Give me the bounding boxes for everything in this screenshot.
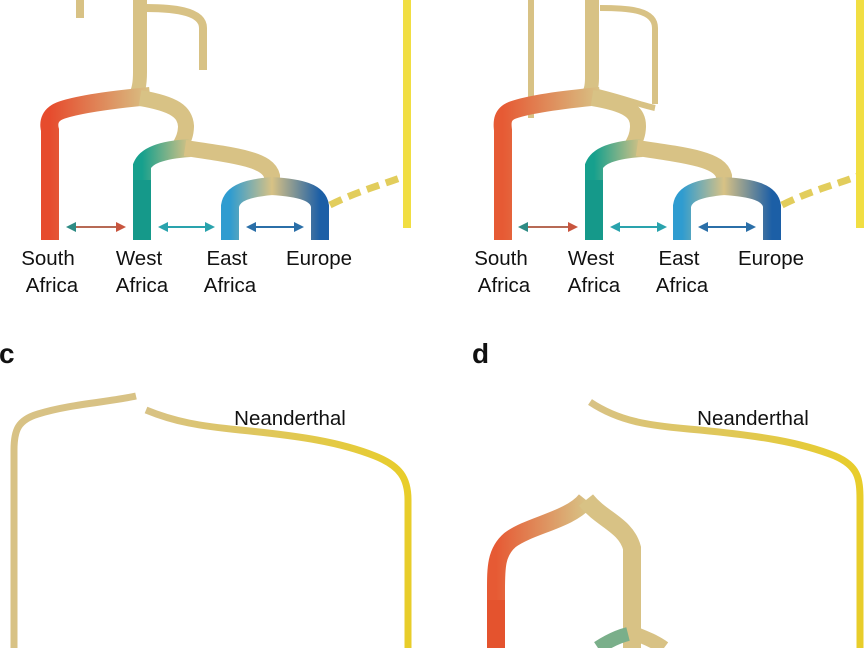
- panel-a-label-south-2: Africa: [26, 274, 79, 297]
- panel-a-labels: South Africa West Africa East Africa Eur…: [21, 247, 352, 297]
- panel-b-label-west-2: Africa: [568, 274, 621, 297]
- panel-b-side-branch: [599, 5, 658, 104]
- panel-a-europe-branch: [271, 177, 329, 240]
- panel-a-label-west-2: Africa: [116, 274, 169, 297]
- panel-a-side-branch: [145, 4, 207, 70]
- panel-b-labels: South Africa West Africa East Africa Eur…: [474, 247, 804, 297]
- panel-d-neanderthal-label: Neanderthal: [697, 407, 809, 430]
- panel-d-ooa-hint: [633, 627, 669, 648]
- panel-a-ooa-stem: [183, 140, 280, 186]
- panel-c-label: c: [0, 338, 15, 369]
- panel-a-south-africa-branch: [40, 87, 151, 240]
- panel-d-neanderthal-branch: [588, 399, 864, 648]
- panel-b-label-west-1: West: [568, 247, 615, 270]
- panel-a-label-east-2: Africa: [204, 274, 257, 297]
- panel-b-introgression-dashed: [780, 172, 860, 209]
- panel-a-east-africa-branch: [221, 177, 273, 240]
- panel-a-mid-stem: [138, 90, 195, 150]
- panel-d-right-branch: [578, 494, 641, 648]
- panel-a-label-south-1: South: [21, 247, 75, 270]
- panel-b-europe-branch: [723, 177, 781, 240]
- panel-b-label-east-2: Africa: [656, 274, 709, 297]
- panel-d-south-africa-branch: [487, 493, 594, 648]
- panel-b-stem: [581, 0, 599, 100]
- panel-b-label-east-1: East: [658, 247, 699, 270]
- panel-d-tree: [487, 360, 864, 648]
- panel-c-neanderthal-branch: [144, 406, 412, 648]
- panel-b-label-europe: Europe: [738, 247, 804, 270]
- panel-c-tree: [10, 360, 412, 648]
- panel-a-stem: [129, 0, 147, 101]
- panel-b-label-south-2: Africa: [478, 274, 531, 297]
- panel-b-label-south-1: South: [474, 247, 528, 270]
- panel-a-label-east-1: East: [206, 247, 247, 270]
- panel-b-east-africa-branch: [673, 177, 725, 240]
- panel-a-tree: [40, 0, 411, 240]
- panel-b-ooa-stem: [635, 140, 732, 186]
- panel-c-neanderthal-label: Neanderthal: [234, 407, 346, 430]
- panel-b-west-africa-branch: [585, 139, 643, 240]
- panel-d-west-africa-hint: [594, 627, 630, 648]
- panel-b-south-africa-branch: [493, 87, 601, 240]
- panel-c-left-lineage: [10, 392, 137, 648]
- panel-a-west-africa-branch: [133, 139, 191, 240]
- panel-a-label-europe: Europe: [286, 247, 352, 270]
- panel-d-label: d: [472, 338, 489, 369]
- panel-a-introgression-dashed: [328, 172, 407, 209]
- panel-b-mid-stem: [590, 90, 647, 150]
- panel-a-label-west-1: West: [116, 247, 163, 270]
- panel-b-tree: [493, 0, 864, 240]
